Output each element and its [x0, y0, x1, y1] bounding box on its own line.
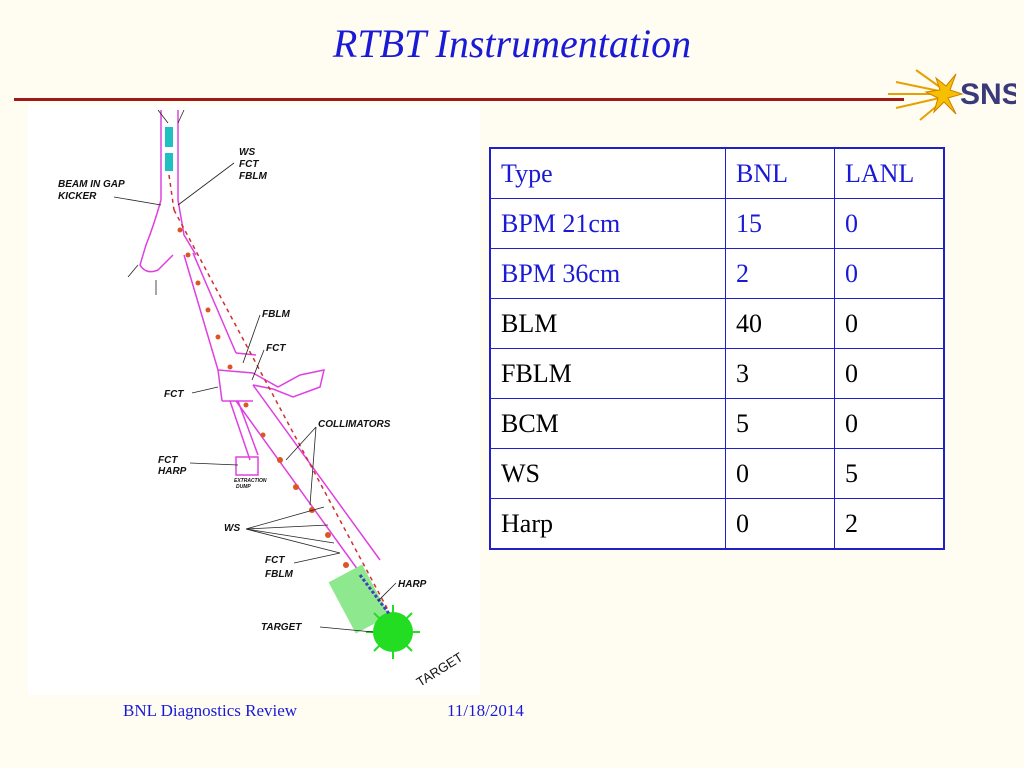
label-fblm-mid: FBLM — [262, 309, 290, 320]
sns-logo: SNS — [886, 64, 1022, 122]
cell-bnl: 3 — [725, 348, 835, 399]
header-bnl: BNL — [725, 147, 835, 199]
logo-text: SNS — [960, 78, 1016, 111]
label-fct-left: FCT — [164, 389, 184, 400]
cell-lanl: 0 — [834, 348, 945, 399]
label-kicker: KICKER — [58, 191, 97, 202]
label-fblm-bottom: FBLM — [265, 569, 293, 580]
cell-bnl: 0 — [725, 498, 835, 550]
cell-lanl: 0 — [834, 198, 945, 249]
label-target-rotated: TARGET — [414, 649, 466, 689]
cell-bnl: 2 — [725, 248, 835, 299]
table-header-row: Type BNL LANL — [489, 147, 945, 199]
label-fct-mid: FCT — [266, 343, 286, 354]
table-row: BPM 36cm 2 0 — [489, 248, 945, 299]
cell-bnl: 5 — [725, 398, 835, 449]
label-fct-top: FCT — [239, 159, 259, 170]
cell-bnl: 40 — [725, 298, 835, 349]
label-collimators: COLLIMATORS — [318, 419, 391, 430]
cell-type: BPM 21cm — [489, 198, 726, 249]
table-row: FBLM 3 0 — [489, 348, 945, 399]
label-fct-harp-2: HARP — [158, 466, 187, 477]
cell-type: Harp — [489, 498, 726, 550]
cell-type: BPM 36cm — [489, 248, 726, 299]
footer-event: BNL Diagnostics Review — [123, 701, 298, 720]
cell-lanl: 2 — [834, 498, 945, 550]
footer-date: 11/18/2014 — [447, 701, 524, 720]
label-extraction: EXTRACTION — [234, 478, 267, 484]
label-fct-bottom: FCT — [265, 555, 285, 566]
cell-type: BCM — [489, 398, 726, 449]
cell-type: BLM — [489, 298, 726, 349]
label-dump: DUMP — [236, 484, 251, 490]
label-beam-in-gap: BEAM IN GAP — [58, 179, 125, 190]
cell-lanl: 5 — [834, 448, 945, 499]
table-row: BLM 40 0 — [489, 298, 945, 349]
label-fblm-top: FBLM — [239, 171, 267, 182]
title-divider — [14, 98, 904, 101]
table-row: WS 0 5 — [489, 448, 945, 499]
slide-title: RTBT Instrumentation — [332, 21, 692, 66]
label-harp: HARP — [398, 579, 427, 590]
cell-bnl: 15 — [725, 198, 835, 249]
cell-lanl: 0 — [834, 248, 945, 299]
header-lanl: LANL — [834, 147, 945, 199]
header-type: Type — [489, 147, 726, 199]
table-row: Harp 0 2 — [489, 498, 945, 550]
label-target: TARGET — [261, 622, 302, 633]
cell-lanl: 0 — [834, 298, 945, 349]
cell-bnl: 0 — [725, 448, 835, 499]
label-ws-top: WS — [239, 147, 255, 158]
cell-type: FBLM — [489, 348, 726, 399]
cell-lanl: 0 — [834, 398, 945, 449]
label-ws-left: WS — [224, 523, 240, 534]
label-fct-harp-1: FCT — [158, 455, 178, 466]
table-row: BCM 5 0 — [489, 398, 945, 449]
instrumentation-table: Type BNL LANL BPM 21cm 15 0 BPM 36cm 2 0… — [489, 147, 945, 550]
cell-type: WS — [489, 448, 726, 499]
table-row: BPM 21cm 15 0 — [489, 198, 945, 249]
rtbt-beamline-diagram: WS FCT FBLM BEAM IN GAP KICKER FBLM FCT … — [28, 105, 480, 695]
